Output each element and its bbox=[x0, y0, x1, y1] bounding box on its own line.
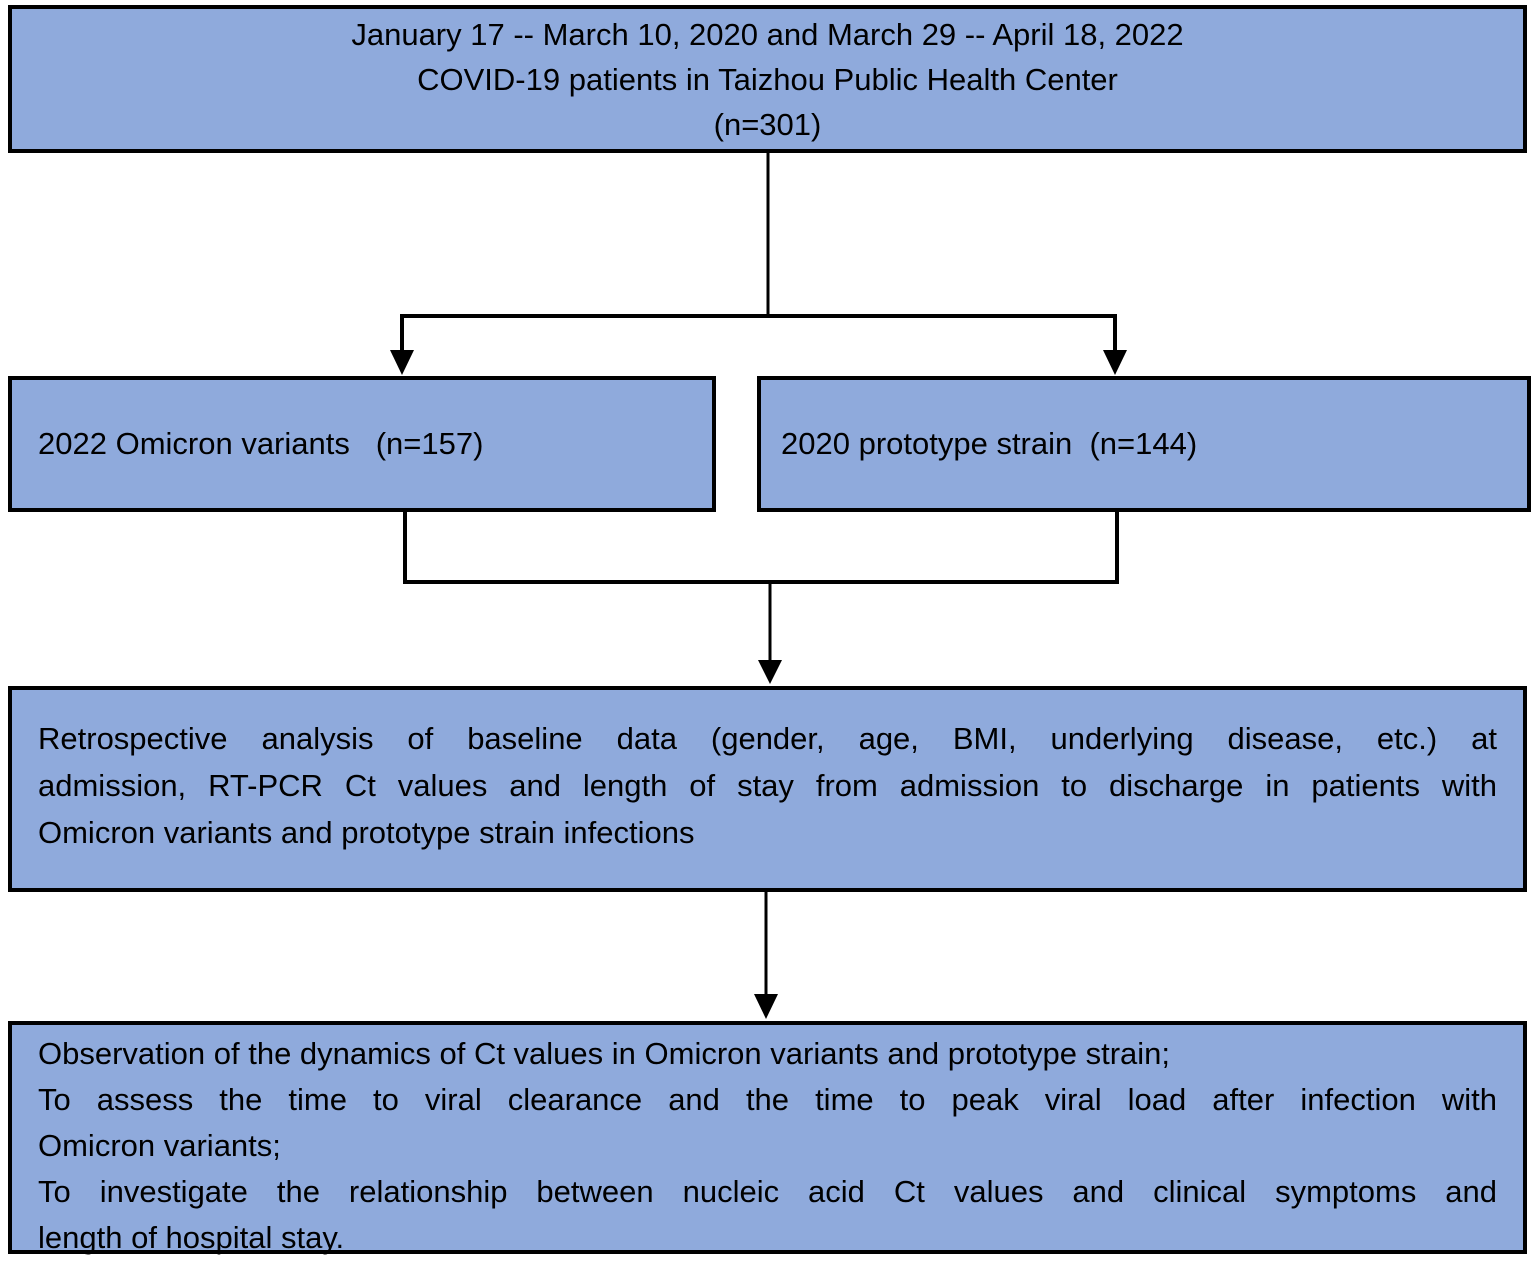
omicron-group-label: 2022 Omicron variants (n=157) bbox=[38, 426, 484, 461]
prototype-group-box: 2020 prototype strain (n=144) bbox=[757, 376, 1531, 512]
prototype-group-label: 2020 prototype strain (n=144) bbox=[781, 426, 1198, 461]
objectives-text-line-4: To investigate the relationship between … bbox=[38, 1174, 1497, 1209]
retrospective-analysis-box: Retrospective analysis of baseline data … bbox=[8, 686, 1527, 892]
objectives-text-line-1: Observation of the dynamics of Ct values… bbox=[38, 1036, 1171, 1071]
analysis-text-line-3: Omicron variants and prototype strain in… bbox=[38, 815, 695, 850]
objectives-text-line-3: Omicron variants; bbox=[38, 1128, 281, 1163]
cohort-count-text: (n=301) bbox=[713, 106, 822, 142]
cohort-period-text: January 17 -- March 10, 2020 and March 2… bbox=[351, 16, 1184, 52]
objectives-text-line-2: To assess the time to viral clearance an… bbox=[38, 1082, 1497, 1117]
cohort-box: January 17 -- March 10, 2020 and March 2… bbox=[8, 5, 1527, 153]
analysis-text-line-2: admission, RT-PCR Ct values and length o… bbox=[38, 768, 1497, 803]
arrow-to-omicron-head bbox=[390, 350, 414, 375]
omicron-group-box: 2022 Omicron variants (n=157) bbox=[8, 376, 716, 512]
arrow-to-objectives-head bbox=[754, 994, 778, 1019]
cohort-population-text: COVID-19 patients in Taizhou Public Heal… bbox=[417, 61, 1118, 97]
objectives-box: Observation of the dynamics of Ct values… bbox=[8, 1021, 1527, 1255]
objectives-text-line-5: length of hospital stay. bbox=[38, 1220, 345, 1255]
arrow-to-analysis-head bbox=[758, 660, 782, 684]
arrow-to-prototype-head bbox=[1103, 350, 1127, 375]
analysis-text-line-1: Retrospective analysis of baseline data … bbox=[38, 721, 1497, 756]
